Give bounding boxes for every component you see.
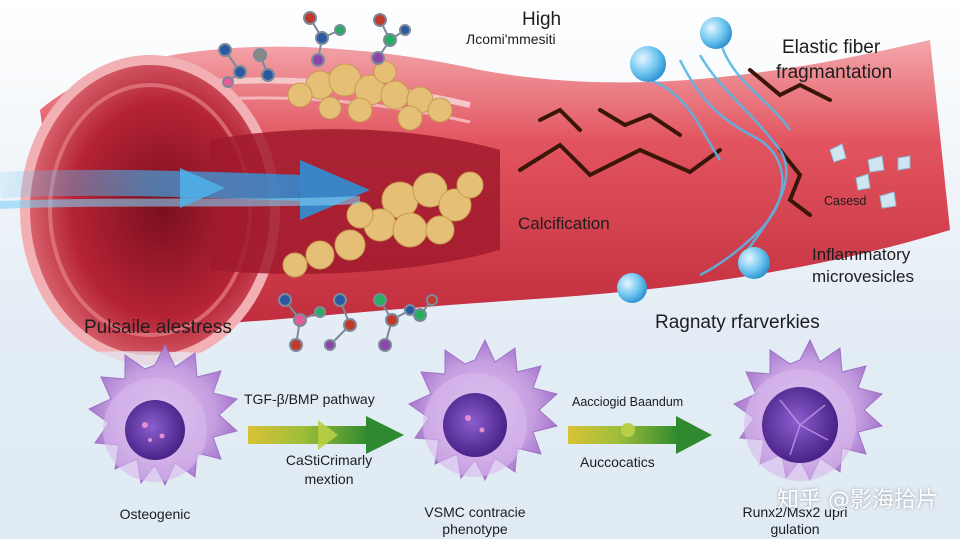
cell-osteogenic — [87, 343, 239, 487]
label-fragmantation: fragmantation — [776, 62, 893, 83]
label-accograd: Aacciogid Baandum — [572, 395, 684, 409]
label-runx-line2: gulation — [770, 521, 820, 537]
crystal-fragments — [829, 143, 911, 209]
arrow-auccocatics — [568, 416, 712, 454]
label-tgf-pathway: TGF-β/BMP pathway — [244, 391, 375, 407]
label-casti-line1: CaStiCrimarly — [285, 452, 373, 468]
molecule-cluster-bottom — [278, 293, 438, 352]
label-inflammatory: Inflammatory — [812, 245, 911, 264]
label-microvesicles: microvesicles — [812, 267, 915, 286]
molecule-cluster-top — [218, 11, 411, 88]
label-vsmc-line1: VSMC contracie — [424, 504, 526, 520]
blood-flow-arrows — [0, 160, 370, 220]
label-osteogenic: Osteogenic — [119, 506, 191, 522]
label-runx-line1: Runx2/Msx2 upri — [742, 504, 848, 520]
label-pulsatile-stress: Pulsaile alestress — [84, 317, 232, 338]
inflammatory-microvesicle-bubbles — [617, 17, 770, 303]
label-ragnaty: Ragnaty rfarverkies — [655, 312, 820, 333]
label-high: High — [522, 9, 562, 30]
cell-runx — [732, 338, 884, 482]
watermark-text: 知乎 @影海拾片 — [777, 488, 938, 513]
plaque-deposits — [282, 60, 484, 278]
label-casesd: Casesd — [824, 194, 867, 208]
calcification-cracks — [518, 68, 832, 217]
label-vsmc-line2: phenotype — [442, 521, 508, 537]
arrow-tgf-pathway — [248, 416, 404, 454]
elastic-fiber-strands — [649, 39, 792, 277]
label-auccocatics: Auccocatics — [580, 454, 655, 470]
vessel-lumen — [25, 60, 275, 360]
label-calcification: Calcification — [518, 214, 610, 233]
label-high-subtitle: Лcomi'mmesiti — [466, 31, 556, 47]
label-elastic-fiber: Elastic fiber — [782, 37, 881, 58]
label-casti-line2: mextion — [304, 471, 354, 487]
cell-vsmc — [407, 338, 559, 482]
